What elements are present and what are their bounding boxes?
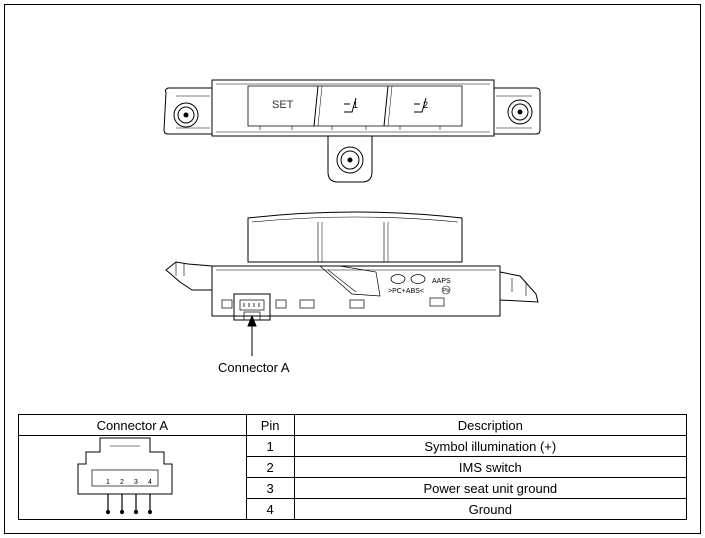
svg-text:1: 1 xyxy=(353,100,358,110)
seat-memory-1-icon: 1 xyxy=(344,97,358,113)
table-row: 4 Ground xyxy=(19,498,688,520)
header-description: Description xyxy=(293,414,688,436)
connector-drawing-cell xyxy=(18,435,247,520)
brand-logo-2-icon xyxy=(410,274,426,284)
table-row: 2 IMS switch xyxy=(19,456,688,478)
table-header-row: Connector A Pin Description xyxy=(18,414,688,436)
page-frame xyxy=(4,4,701,534)
switch-top-view: SET 1 2 xyxy=(163,79,541,183)
pinout-table: Connector A Pin Description 1 Symbol ill… xyxy=(18,414,688,520)
left-screw-boss xyxy=(173,102,199,128)
seat-memory-2-icon: 2 xyxy=(414,97,428,113)
set-button-label: SET xyxy=(272,99,294,111)
housing-material-text: >PC+ABS< xyxy=(388,288,424,295)
housing-brand-text: AAPS xyxy=(432,278,451,285)
switch-rear-view: AAPS >PC+ABS< Pb xyxy=(165,211,539,356)
pin-cell: 4 xyxy=(245,498,295,520)
description-cell: IMS switch xyxy=(293,456,688,478)
description-cell: Ground xyxy=(293,498,688,520)
table-row: 3 Power seat unit ground xyxy=(19,477,688,499)
svg-text:2: 2 xyxy=(423,100,428,110)
pin-cell: 3 xyxy=(245,477,295,499)
recycle-mark-icon xyxy=(441,285,451,295)
bottom-screw-boss xyxy=(327,136,373,183)
connector-callout-arrowhead xyxy=(247,314,257,327)
right-screw-boss xyxy=(507,99,533,125)
brand-logo-1-icon xyxy=(390,274,406,284)
connector-a-callout-label: Connector A xyxy=(218,360,290,375)
table-row: 1 Symbol illumination (+) xyxy=(18,435,688,520)
description-cell: Power seat unit ground xyxy=(293,477,688,499)
description-cell: Symbol illumination (+) xyxy=(293,435,688,457)
recycle-mark-text: Pb xyxy=(443,288,449,294)
header-connector: Connector A xyxy=(18,414,247,436)
pin-cell: 2 xyxy=(245,456,295,478)
pin-cell: 1 xyxy=(245,435,295,457)
header-pin: Pin xyxy=(245,414,295,436)
